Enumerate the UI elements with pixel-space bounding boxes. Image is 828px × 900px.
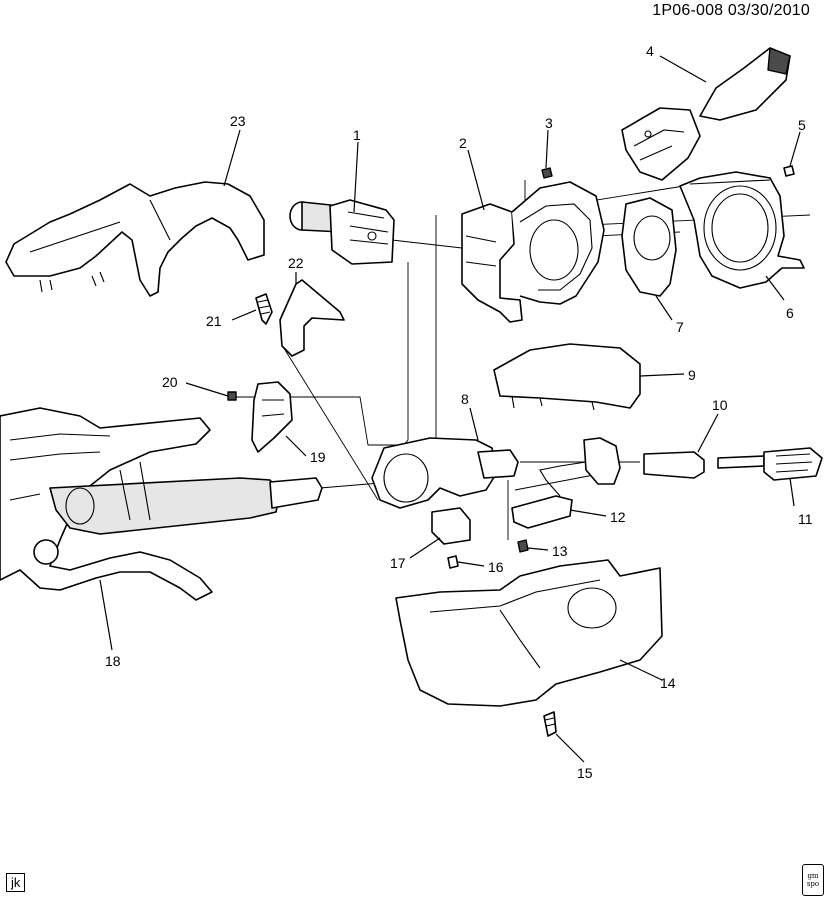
multifunction-switch-part-1 xyxy=(289,199,395,265)
switch-part-19 xyxy=(251,381,293,453)
callout-18: 18 xyxy=(105,653,121,669)
callout-7: 7 xyxy=(676,319,684,335)
badge-line-1: gm xyxy=(807,872,819,880)
callout-17: 17 xyxy=(390,555,406,571)
callout-15: 15 xyxy=(577,765,593,781)
trim-cover-part-9 xyxy=(493,343,641,411)
screw-part-13 xyxy=(517,539,529,553)
bolt-part-21 xyxy=(255,293,273,325)
upper-shroud-part-23 xyxy=(5,181,265,297)
callout-14: 14 xyxy=(660,675,676,691)
lower-shroud-part-14 xyxy=(395,559,663,707)
screw-part-5 xyxy=(783,165,795,177)
screw-part-15 xyxy=(543,711,557,737)
callout-1: 1 xyxy=(353,127,361,143)
callout-22: 22 xyxy=(288,255,304,271)
key-part-11 xyxy=(717,447,823,481)
leader-lines xyxy=(99,55,801,763)
callout-21: 21 xyxy=(206,313,222,329)
ignition-housing-part-8 xyxy=(371,437,519,509)
callout-8: 8 xyxy=(461,391,469,407)
screw-part-20 xyxy=(227,391,237,401)
gm-spo-logo-icon: gm spo xyxy=(802,864,824,896)
angle-sensor-part-7 xyxy=(621,197,677,297)
callout-4: 4 xyxy=(646,43,654,59)
callout-11: 11 xyxy=(798,511,813,527)
diagram-code-date: 1P06-008 03/30/2010 xyxy=(652,2,810,19)
bracket-part-22 xyxy=(279,279,345,357)
clock-spring-part-6 xyxy=(679,171,805,289)
callout-16: 16 xyxy=(488,559,504,575)
steering-column-part-18 xyxy=(0,407,323,601)
badge-line-2: spo xyxy=(806,880,820,888)
screw-part-16 xyxy=(447,555,459,569)
callout-labels: 1 2 3 4 5 6 7 8 9 10 11 12 13 14 15 16 1… xyxy=(105,43,813,781)
wiper-switch-part-4 xyxy=(621,47,791,181)
callout-5: 5 xyxy=(798,117,806,133)
switch-housing-part-2 xyxy=(461,181,605,323)
callout-23: 23 xyxy=(230,113,246,129)
lock-cylinder-part-10 xyxy=(583,437,705,485)
callout-20: 20 xyxy=(162,374,178,390)
artist-initials-stamp: jk xyxy=(6,873,26,892)
transceiver-part-12 xyxy=(511,461,587,529)
callout-6: 6 xyxy=(786,305,794,321)
callout-12: 12 xyxy=(610,509,626,525)
screw-part-3 xyxy=(541,167,553,179)
callout-19: 19 xyxy=(310,449,326,465)
callout-2: 2 xyxy=(459,135,467,151)
actuator-part-17 xyxy=(431,507,471,545)
callout-10: 10 xyxy=(712,397,728,413)
callout-3: 3 xyxy=(545,115,553,131)
callout-9: 9 xyxy=(688,367,696,383)
callout-13: 13 xyxy=(552,543,568,559)
